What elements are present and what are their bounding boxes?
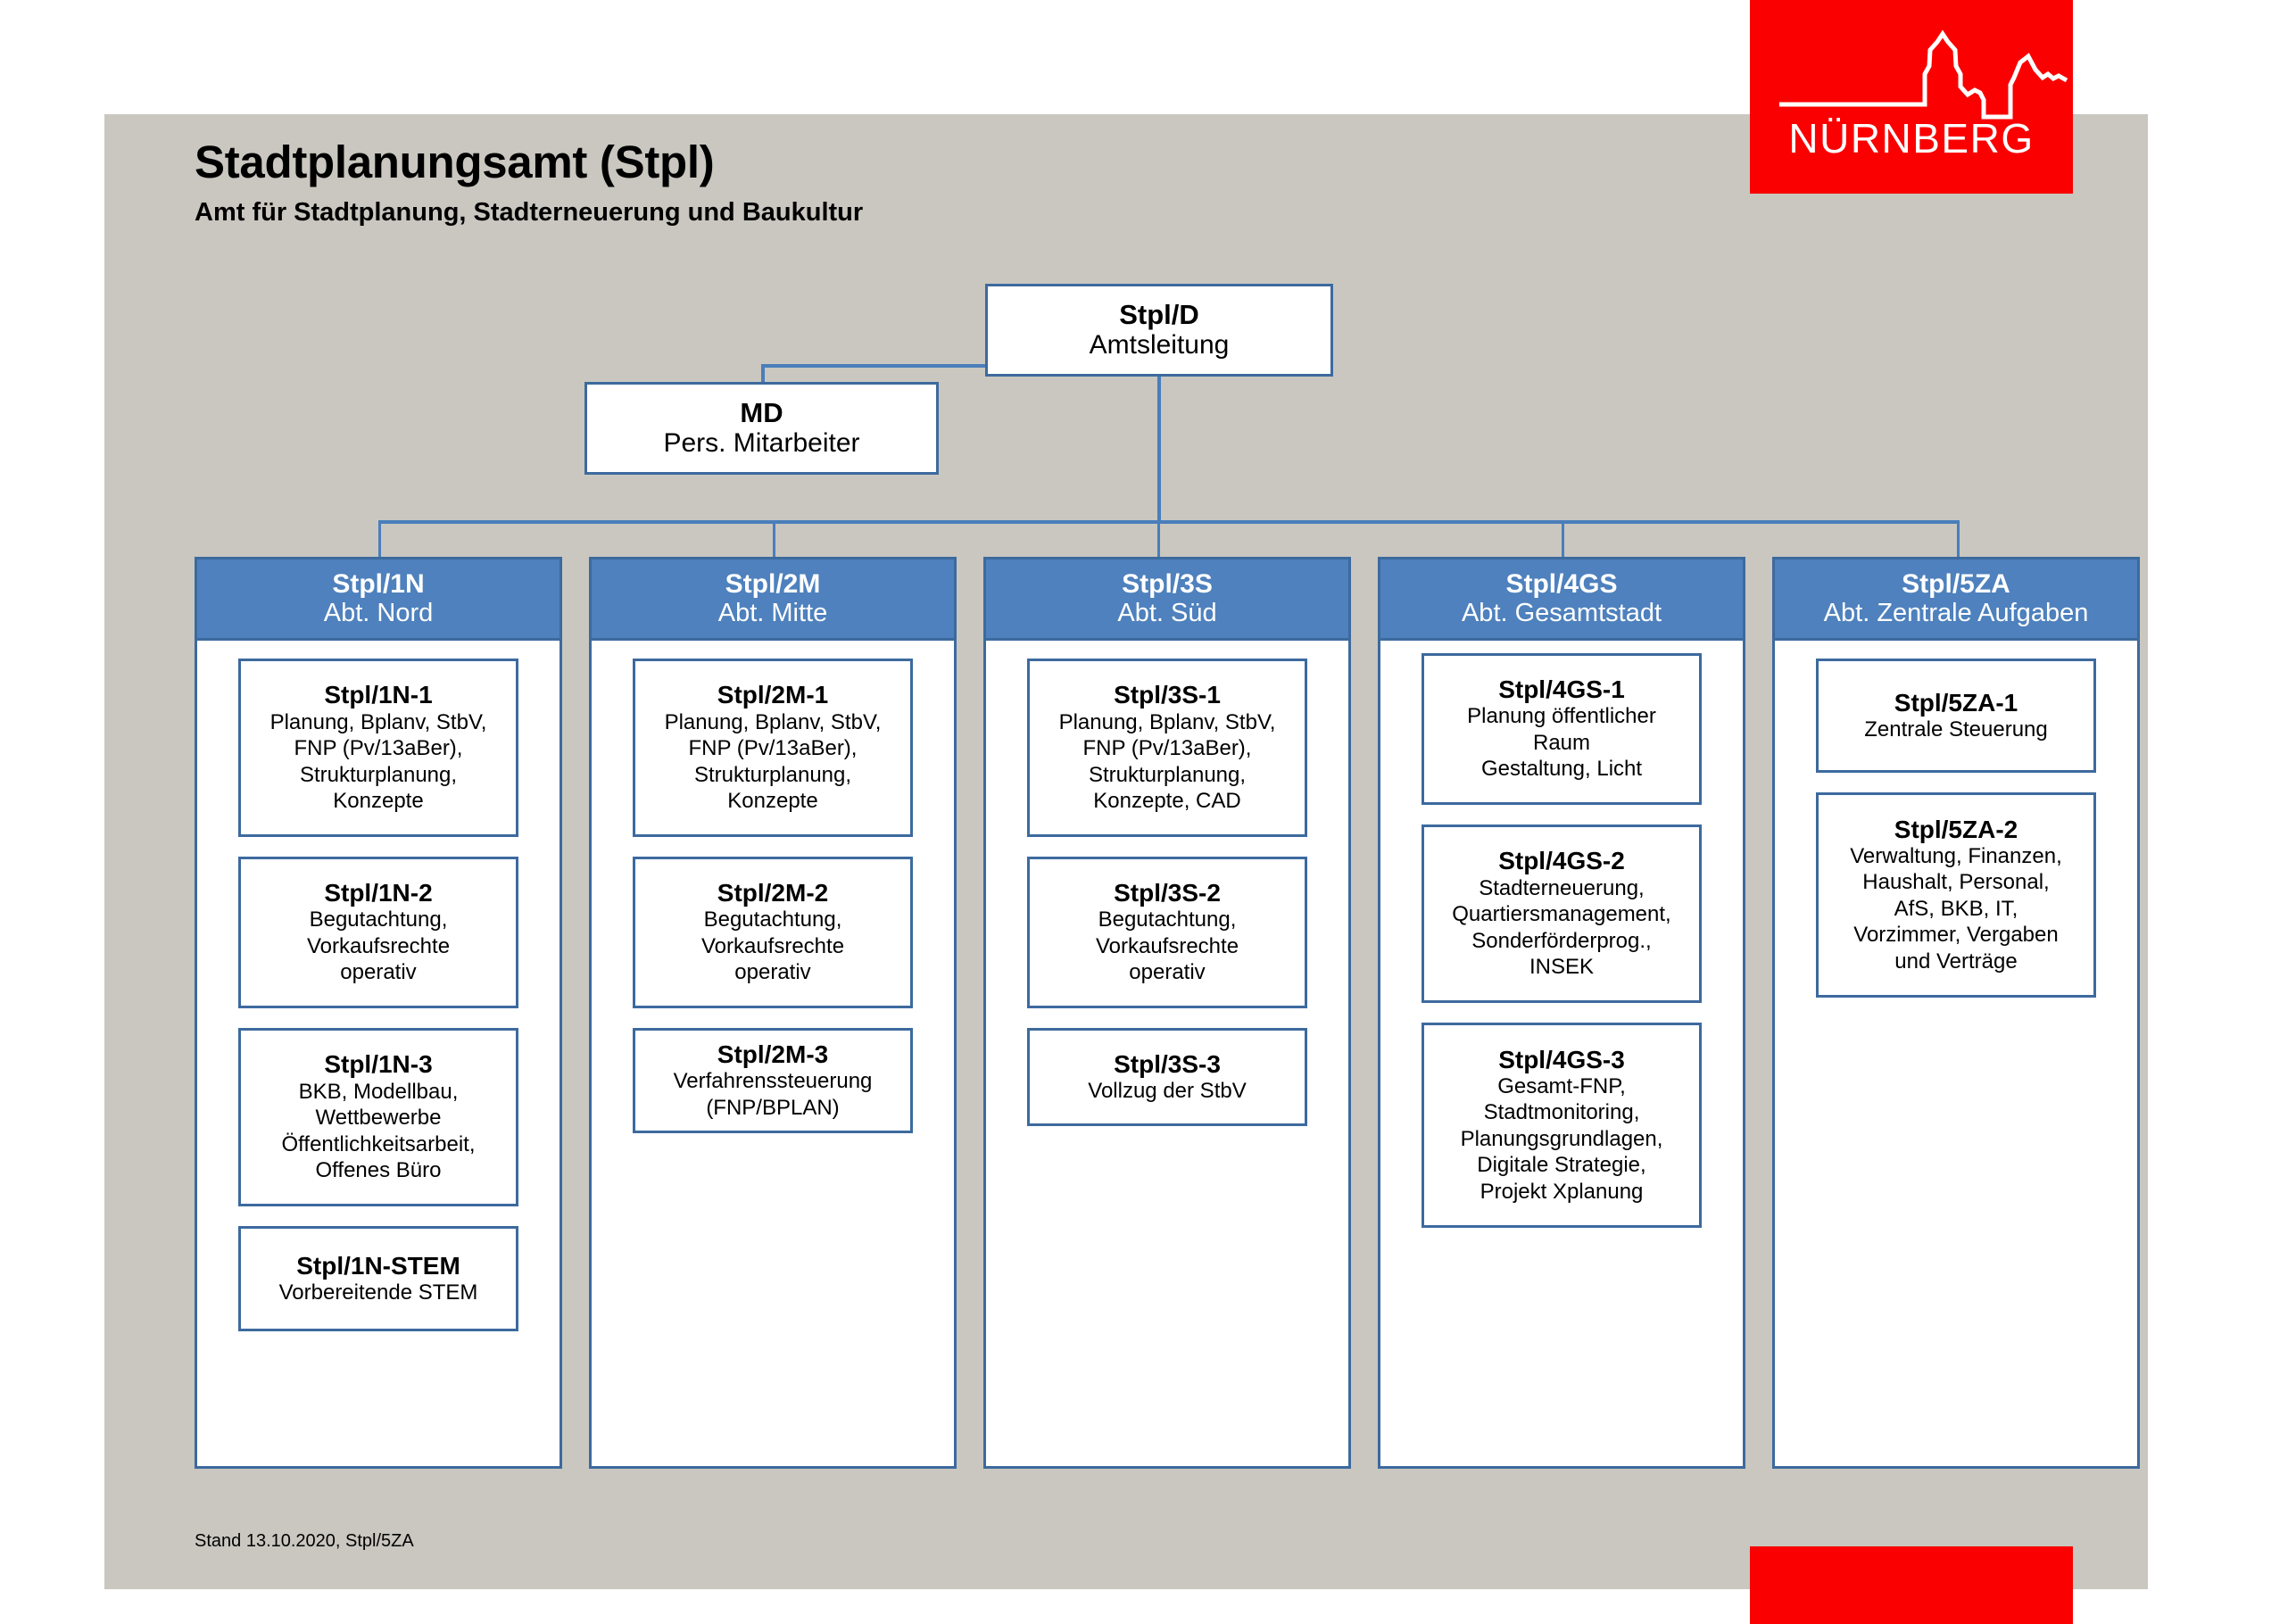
node-md[interactable]: MD Pers. Mitarbeiter — [584, 382, 939, 475]
unit-code: Stpl/5ZA-1 — [1894, 688, 2018, 717]
unit-code: Stpl/2M-3 — [717, 1040, 829, 1068]
status-footnote: Stand 13.10.2020, Stpl/5ZA — [195, 1531, 414, 1551]
node-code: MD — [740, 397, 783, 429]
department-code: Stpl/4GS — [1505, 569, 1618, 600]
unit-code: Stpl/3S-3 — [1114, 1049, 1221, 1078]
department-code: Stpl/3S — [1122, 569, 1213, 600]
unit-desc: Vorbereitende STEM — [278, 1280, 478, 1305]
logo-wordmark: NÜRNBERG — [1788, 115, 2035, 162]
department-header-2m[interactable]: Stpl/2M Abt. Mitte — [589, 557, 957, 641]
nuernberg-logo: NÜRNBERG — [1750, 0, 2073, 194]
department-header-1n[interactable]: Stpl/1N Abt. Nord — [195, 557, 562, 641]
page-subtitle: Amt für Stadtplanung, Stadterneuerung un… — [195, 198, 864, 227]
unit-desc: Planung, Bplanv, StbV,FNP (Pv/13aBer),St… — [269, 709, 487, 814]
department-desc: Abt. Mitte — [717, 599, 828, 628]
connector-drop-5 — [1957, 520, 1960, 560]
connector-bus-horizontal — [378, 520, 1960, 524]
connector-drop-4 — [1562, 520, 1564, 560]
unit-desc: Vollzug der StbV — [1088, 1078, 1247, 1103]
unit-code: Stpl/1N-1 — [324, 681, 433, 709]
unit-desc: Planung, Bplanv, StbV,FNP (Pv/13aBer),St… — [664, 709, 882, 814]
node-desc: Pers. Mitarbeiter — [663, 427, 860, 458]
department-desc: Abt. Süd — [1117, 599, 1217, 628]
unit-desc: Verfahrenssteuerung(FNP/BPLAN) — [673, 1069, 873, 1120]
department-code: Stpl/2M — [725, 569, 821, 600]
connector-md-vertical — [761, 364, 765, 385]
unit-code: Stpl/4GS-3 — [1498, 1045, 1625, 1073]
unit-desc: Planung, Bplanv, StbV,FNP (Pv/13aBer),St… — [1058, 709, 1276, 814]
unit-code: Stpl/2M-1 — [717, 681, 829, 709]
unit-desc: Stadterneuerung,Quartiersmanagement,Sond… — [1452, 875, 1671, 980]
department-desc: Abt. Nord — [323, 599, 434, 628]
unit-code: Stpl/1N-2 — [324, 879, 433, 907]
logo-accent-bar — [1750, 1546, 2073, 1624]
unit-code: Stpl/3S-1 — [1114, 681, 1221, 709]
unit-code: Stpl/1N-STEM — [296, 1251, 460, 1280]
unit-desc: Verwaltung, Finanzen,Haushalt, Personal,… — [1850, 843, 2062, 974]
department-desc: Abt. Zentrale Aufgaben — [1823, 599, 2089, 628]
connector-drop-1 — [378, 520, 381, 560]
department-header-5za[interactable]: Stpl/5ZA Abt. Zentrale Aufgaben — [1772, 557, 2140, 641]
unit-code: Stpl/5ZA-2 — [1894, 815, 2018, 843]
unit-desc: Zentrale Steuerung — [1864, 717, 2048, 742]
node-stpl-d[interactable]: Stpl/D Amtsleitung — [985, 284, 1333, 377]
department-code: Stpl/1N — [332, 569, 425, 600]
department-desc: Abt. Gesamtstadt — [1461, 599, 1662, 628]
unit-code: Stpl/4GS-1 — [1498, 675, 1625, 704]
department-code: Stpl/5ZA — [1902, 569, 2010, 600]
connector-drop-2 — [773, 520, 775, 560]
unit-code: Stpl/4GS-2 — [1498, 847, 1625, 875]
connector-stpld-to-bus — [1157, 377, 1161, 524]
unit-code: Stpl/1N-3 — [324, 1050, 433, 1079]
unit-code: Stpl/3S-2 — [1114, 879, 1221, 907]
node-code: Stpl/D — [1119, 299, 1199, 331]
unit-desc: Gesamt-FNP,Stadtmonitoring,Planungsgrund… — [1460, 1073, 1663, 1204]
city-skyline-icon — [1779, 29, 2068, 120]
connector-stpld-to-md-horizontal — [761, 364, 987, 368]
department-header-4gs[interactable]: Stpl/4GS Abt. Gesamtstadt — [1378, 557, 1745, 641]
department-header-3s[interactable]: Stpl/3S Abt. Süd — [983, 557, 1351, 641]
department-column-5za: Stpl/5ZA Abt. Zentrale Aufgaben Stpl/5ZA… — [1772, 557, 2140, 1469]
connector-drop-3 — [1157, 520, 1160, 560]
page-title: Stadtplanungsamt (Stpl) — [195, 137, 715, 187]
unit-code: Stpl/2M-2 — [717, 879, 829, 907]
node-desc: Amtsleitung — [1089, 329, 1230, 360]
